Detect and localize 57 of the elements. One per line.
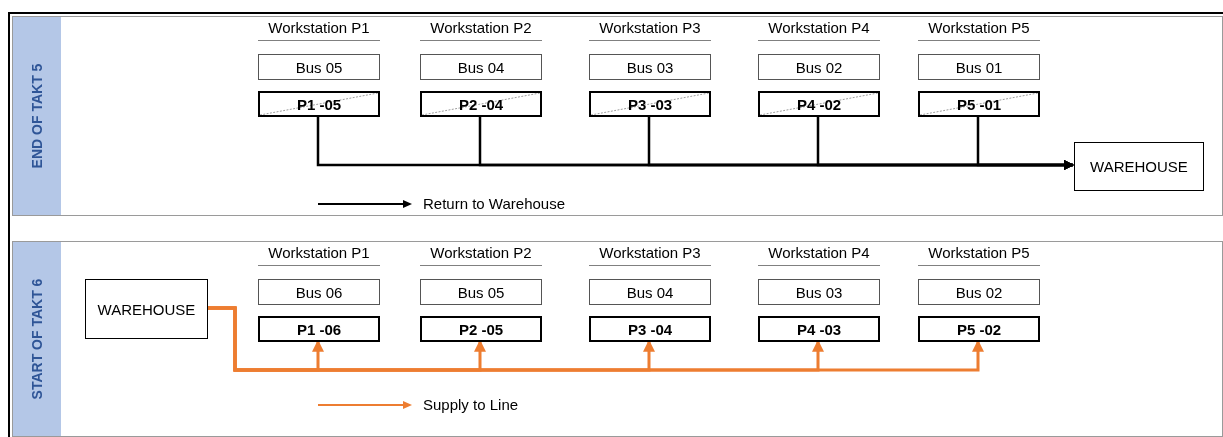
workstation-heading: Workstation P1 [258,244,380,266]
bus-label: Bus 06 [295,283,343,301]
warehouse-box [1074,142,1204,191]
position-box [758,316,880,342]
warehouse-label: WAREHOUSE [97,300,196,318]
workstation-heading: Workstation P5 [918,19,1040,41]
position-box [918,316,1040,342]
position-box [589,316,711,342]
position-label: P5 -02 [956,320,1002,338]
takt-panel [12,16,1223,216]
bus-box [258,279,380,305]
bus-label: Bus 03 [795,283,843,301]
bus-label: Bus 03 [626,58,674,76]
bus-box [918,279,1040,305]
position-label: P2 -05 [458,320,504,338]
panel-title: END OF TAKT 5 [29,63,45,169]
position-box [258,316,380,342]
workstation-heading: Workstation P3 [589,244,711,266]
position-label: P2 -04 [458,95,504,113]
workstation-heading: Workstation P4 [758,244,880,266]
position-label: P4 -02 [796,95,842,113]
workstation-heading: Workstation P4 [758,19,880,41]
bus-label: Bus 05 [295,58,343,76]
panel-title: START OF TAKT 6 [29,278,45,400]
warehouse-box [85,279,208,339]
bus-box [589,279,711,305]
connector-arrow [976,116,1074,170]
warehouse-label: WAREHOUSE [1090,158,1188,175]
bus-label: Bus 02 [955,283,1003,301]
bus-label: Bus 02 [795,58,843,76]
position-label: P3 -03 [627,95,673,113]
legend-text: Supply to Line [423,396,519,413]
workstation-heading: Workstation P5 [918,244,1040,266]
bus-label: Bus 04 [626,283,674,301]
bus-box [758,54,880,80]
position-label: P5 -01 [956,95,1002,113]
position-label: P3 -04 [627,320,673,338]
bus-box [420,54,542,80]
legend-text: Return to Warehouse [423,195,566,212]
workstation-heading: Workstation P1 [258,19,380,41]
bus-box [420,279,542,305]
takt-panel [12,241,1223,437]
bus-box [918,54,1040,80]
bus-label: Bus 04 [457,58,505,76]
bus-box [258,54,380,80]
bus-box [589,54,711,80]
position-box [420,316,542,342]
connector-arrow [207,306,984,372]
bus-label: Bus 05 [457,283,505,301]
bus-label: Bus 01 [955,58,1003,76]
position-label: P1 -06 [296,320,342,338]
position-label: P4 -03 [796,320,842,338]
position-label: P1 -05 [296,95,342,113]
workstation-heading: Workstation P2 [420,244,542,266]
bus-box [758,279,880,305]
workstation-heading: Workstation P2 [420,19,542,41]
workstation-heading: Workstation P3 [589,19,711,41]
